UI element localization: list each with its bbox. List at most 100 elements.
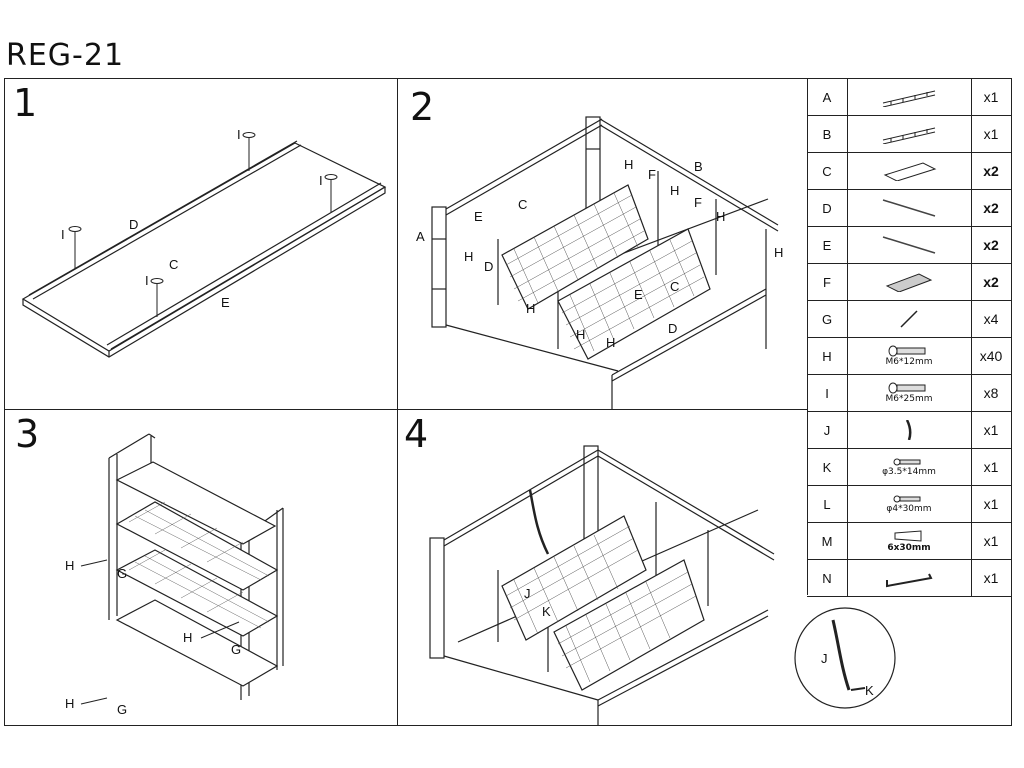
step-1-illustration	[21, 132, 387, 358]
part-letter: E	[807, 227, 848, 263]
ladder-frame-icon	[847, 116, 972, 152]
screw-icon: φ4*30mm	[847, 486, 972, 522]
part-size-caption: M6*12mm	[885, 357, 933, 367]
part-label: F	[648, 167, 656, 182]
part-label: H	[65, 696, 75, 711]
part-label: H	[65, 558, 75, 573]
part-label: D	[484, 259, 494, 274]
detail-magnifier	[794, 607, 896, 709]
part-label: G	[117, 566, 128, 581]
screw-icon: φ3.5*14mm	[847, 449, 972, 485]
part-quantity: x40	[979, 348, 1003, 364]
part-letter: A	[807, 79, 848, 115]
part-label: H	[606, 335, 616, 350]
part-label: I	[319, 173, 323, 188]
part-label: D	[668, 321, 678, 336]
part-letter: F	[807, 264, 848, 300]
ladder-frame-icon	[847, 79, 972, 115]
part-quantity: x8	[983, 385, 999, 401]
part-letter: D	[807, 190, 848, 226]
part-label: I	[61, 227, 65, 242]
allen-key-icon	[847, 560, 972, 596]
step-1-panel: 1	[5, 79, 397, 409]
divider	[5, 409, 807, 410]
part-letter: J	[807, 412, 848, 448]
part-label: K	[542, 604, 551, 619]
part-quantity: x1	[983, 459, 999, 475]
step-3-panel: 3	[5, 410, 397, 725]
part-quantity: x1	[983, 533, 999, 549]
part-label: E	[634, 287, 643, 302]
page-title: REG-21	[6, 38, 125, 73]
part-letter: M	[807, 523, 848, 559]
part-letter: C	[807, 153, 848, 189]
part-letter: K	[807, 449, 848, 485]
part-letter: B	[807, 116, 848, 152]
shelf-board-icon	[847, 153, 972, 189]
divider	[397, 79, 398, 725]
step-4-panel: 4	[398, 410, 807, 725]
part-size-caption: φ4*30mm	[886, 504, 932, 514]
detail-label: J	[821, 651, 828, 666]
part-label: A	[416, 229, 425, 244]
part-letter: L	[807, 486, 848, 522]
part-label: I	[237, 127, 241, 142]
part-quantity: x1	[983, 422, 999, 438]
step-3-illustration	[80, 433, 284, 705]
part-quantity: x1	[983, 89, 999, 105]
part-quantity: x2	[983, 163, 999, 179]
part-quantity: x2	[983, 274, 999, 290]
part-label: I	[145, 273, 149, 288]
part-quantity: x1	[983, 126, 999, 142]
part-label: H	[183, 630, 193, 645]
part-label: F	[694, 195, 702, 210]
long-rail-icon	[847, 190, 972, 226]
step-2-panel: 2	[398, 79, 807, 409]
part-label: D	[129, 217, 139, 232]
part-label: J	[524, 586, 531, 601]
step-number: 1	[13, 81, 38, 125]
step-2-illustration	[431, 116, 779, 409]
part-label: H	[716, 209, 726, 224]
detail-label: K	[865, 683, 874, 698]
step-number: 3	[15, 412, 40, 456]
part-label: G	[231, 642, 242, 657]
bolt-icon: M6*25mm	[847, 375, 972, 411]
step-number: 4	[404, 412, 429, 456]
step-number: 2	[410, 85, 435, 129]
part-letter: H	[807, 338, 848, 374]
part-label: C	[518, 197, 528, 212]
part-label: C	[169, 257, 179, 272]
rod-icon	[847, 301, 972, 337]
part-label: E	[474, 209, 483, 224]
instructions-frame: 1	[4, 78, 1012, 726]
bolt-icon: M6*12mm	[847, 338, 972, 374]
wall-plug-icon: 6x30mm	[847, 523, 972, 559]
part-quantity: x1	[983, 570, 999, 586]
part-label: H	[464, 249, 474, 264]
part-quantity: x2	[983, 237, 999, 253]
parts-row-h: H M6*12mm x40	[807, 338, 1011, 375]
part-label: C	[670, 279, 680, 294]
part-label: E	[221, 295, 230, 310]
part-quantity: x1	[983, 496, 999, 512]
wall-strap-icon	[847, 412, 972, 448]
long-rail-icon	[847, 227, 972, 263]
step-4-illustration	[429, 445, 775, 725]
part-letter: I	[807, 375, 848, 411]
part-label: H	[774, 245, 784, 260]
part-quantity: x2	[983, 200, 999, 216]
